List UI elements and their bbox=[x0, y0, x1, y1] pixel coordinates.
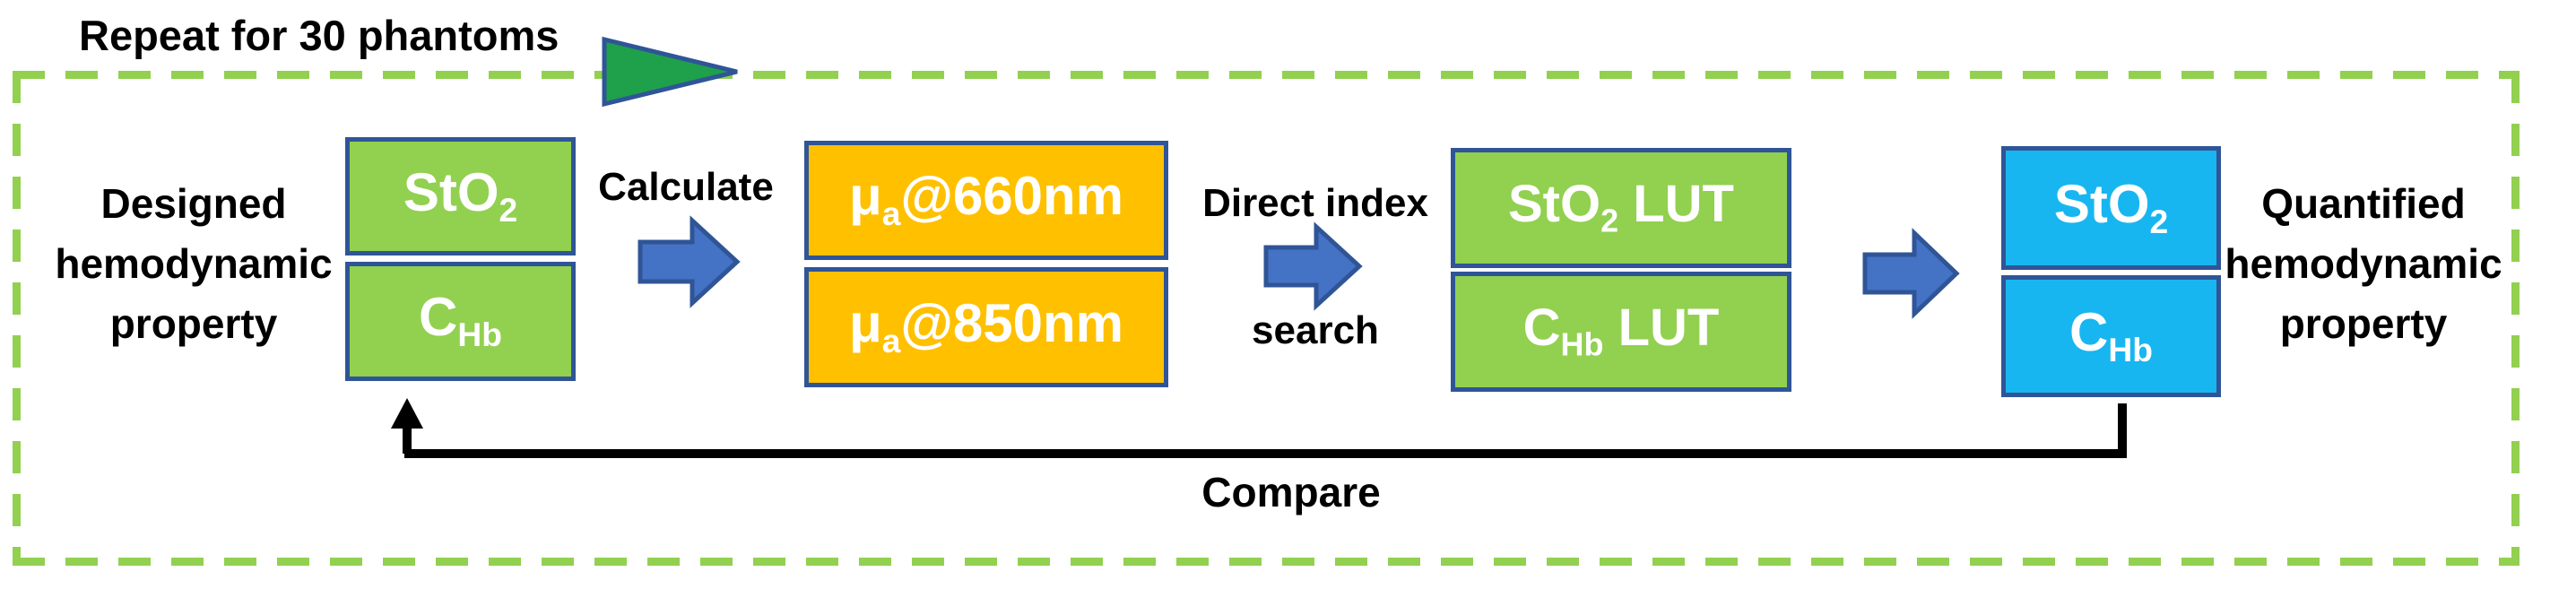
compare-feedback-arrowhead-icon bbox=[391, 398, 423, 429]
designed-caption: Designed hemodynamic property bbox=[36, 174, 351, 354]
direct-index-label-line2: search bbox=[1252, 308, 1379, 352]
designed-chb-box: CHb bbox=[345, 262, 576, 381]
designed-chb-label: CHb bbox=[419, 287, 502, 354]
designed-sto2-box: StO2 bbox=[345, 137, 576, 256]
quantified-caption-line1: Quantified bbox=[2261, 180, 2466, 227]
compare-feedback-segment-left bbox=[403, 429, 412, 454]
designed-caption-line1: Designed bbox=[100, 180, 287, 227]
dashed-boundary-bottom bbox=[13, 558, 2520, 566]
quantify-arrow-icon bbox=[1862, 228, 1960, 319]
quantified-chb-label: CHb bbox=[2069, 301, 2153, 368]
calculate-label: Calculate bbox=[598, 165, 774, 209]
compare-label: Compare bbox=[1201, 469, 1381, 515]
direct-index-label-line1: Direct index bbox=[1202, 181, 1428, 225]
direct-index-arrow-icon bbox=[1263, 221, 1363, 311]
mua-850-box: μa@850nm bbox=[804, 267, 1168, 387]
quantified-caption-line2: hemodynamic bbox=[2225, 240, 2502, 287]
repeat-banner-label: Repeat for 30 phantoms bbox=[79, 12, 559, 59]
designed-caption-line3: property bbox=[109, 300, 278, 347]
mua-660-label: μa@660nm bbox=[848, 166, 1124, 233]
quantified-chb-box: CHb bbox=[2001, 275, 2221, 397]
quantified-caption: Quantified hemodynamic property bbox=[2207, 174, 2520, 354]
compare-feedback-segment-right bbox=[2118, 403, 2127, 455]
dashed-boundary-right bbox=[2511, 71, 2520, 566]
chb-lut-box: CHb LUT bbox=[1451, 272, 1791, 392]
quantified-caption-line3: property bbox=[2279, 300, 2448, 347]
sto2-lut-label: StO2 LUT bbox=[1508, 175, 1734, 239]
mua-660-box: μa@660nm bbox=[804, 141, 1168, 260]
sto2-lut-box: StO2 LUT bbox=[1451, 148, 1791, 268]
designed-sto2-label: StO2 bbox=[403, 161, 518, 229]
quantified-sto2-box: StO2 bbox=[2001, 146, 2221, 270]
chb-lut-label: CHb LUT bbox=[1522, 299, 1720, 363]
quantified-sto2-label: StO2 bbox=[2053, 173, 2169, 240]
mua-850-label: μa@850nm bbox=[848, 292, 1124, 359]
dashed-boundary-left bbox=[13, 71, 21, 566]
repeat-direction-triangle-icon bbox=[602, 36, 738, 108]
dashed-boundary-top bbox=[13, 71, 2520, 79]
designed-caption-line2: hemodynamic bbox=[55, 240, 333, 287]
calculate-arrow-icon bbox=[637, 215, 741, 308]
compare-feedback-segment-horizontal bbox=[404, 449, 2127, 458]
